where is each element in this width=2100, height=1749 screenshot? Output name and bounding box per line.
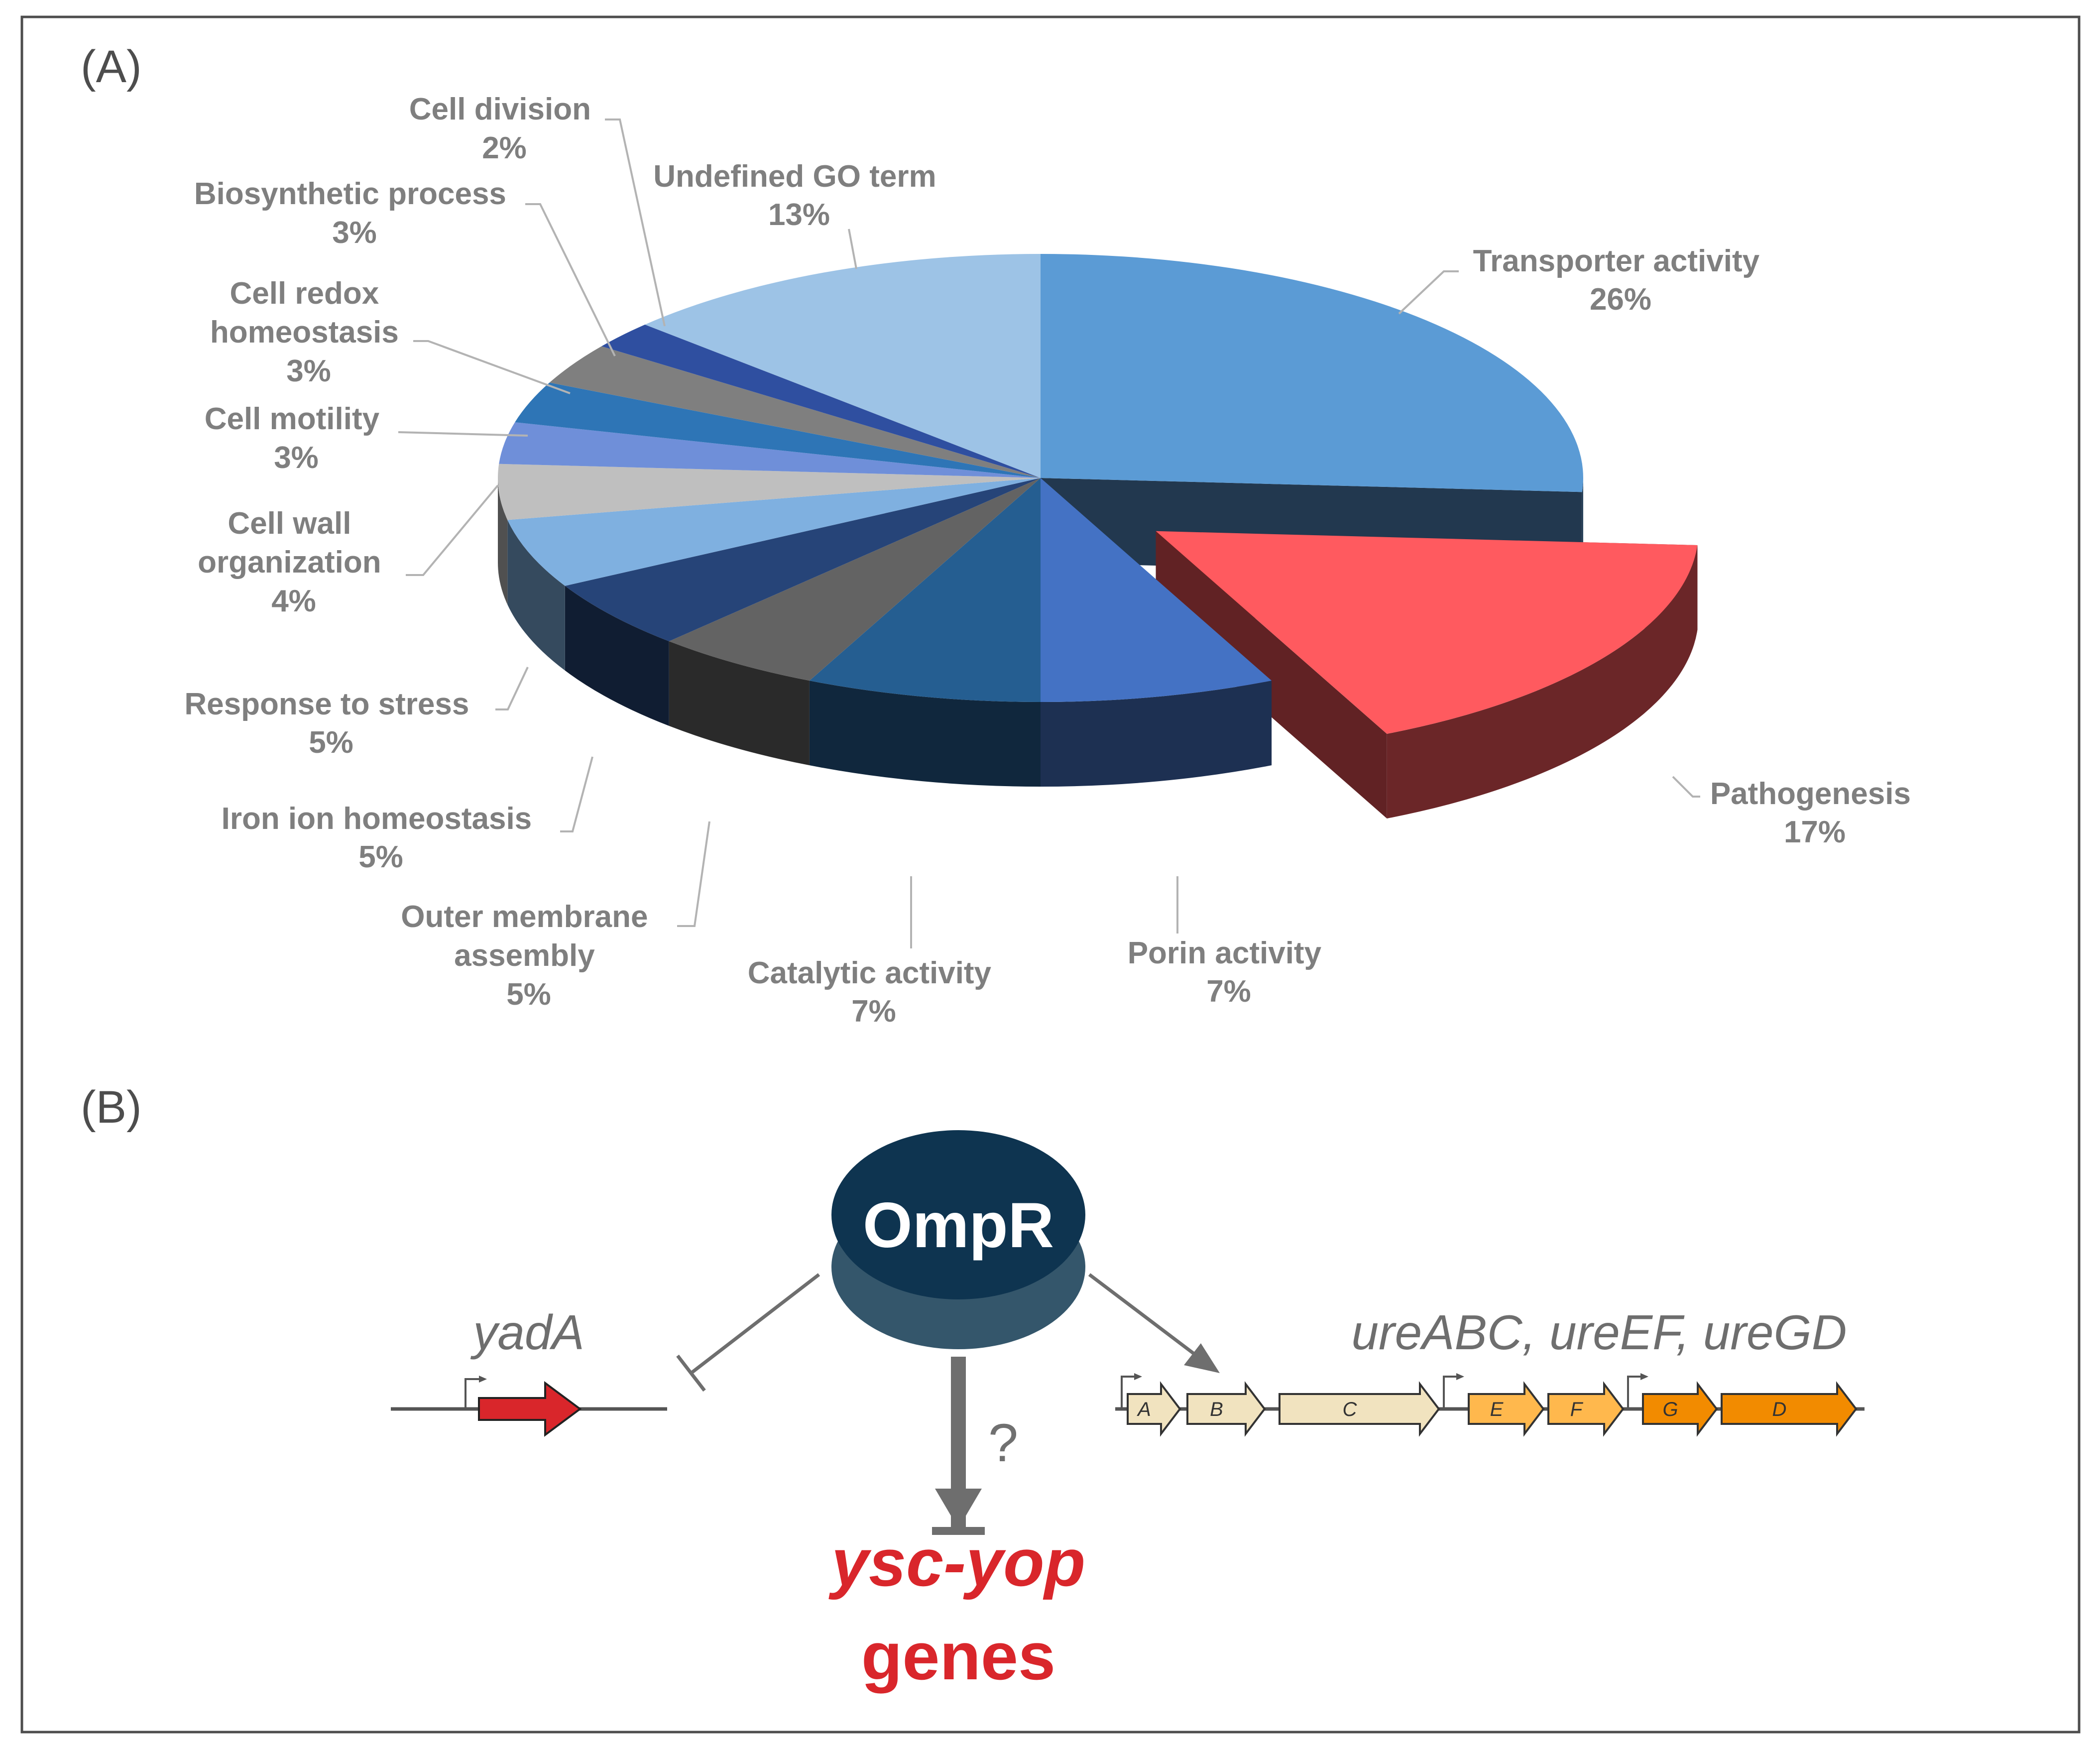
ure-gene-arrow-E	[1468, 1381, 1545, 1437]
ompr-regulator: OmpR	[831, 1130, 1085, 1349]
ompr-ellipse-top	[831, 1130, 1085, 1299]
uncertain-question-mark: ?	[988, 1412, 1018, 1473]
repression-arrow-yadA	[676, 1273, 820, 1392]
pie-side-4	[669, 641, 810, 766]
leader-lines	[398, 118, 1700, 948]
leader-stress	[495, 667, 529, 710]
label-division: Cell division 2%	[409, 92, 599, 165]
ure-gene-arrow-D	[1721, 1381, 1858, 1437]
pie-tops	[498, 253, 1698, 734]
repression-arrow-ysc-yop	[932, 1357, 985, 1535]
ure-gene-letter-C: C	[1343, 1399, 1358, 1420]
slice-labels: Transporter activity 26% Pathogenesis 17…	[184, 92, 1919, 1029]
label-biosynthetic: Biosynthetic process 3%	[194, 177, 515, 250]
label-stress: Response to stress 5%	[184, 687, 477, 760]
ure-gene-letter-B: B	[1210, 1399, 1223, 1420]
ure-gene-arrow-C	[1279, 1381, 1440, 1437]
leader-transporter	[1398, 270, 1459, 315]
ure-promoter-3-icon	[1627, 1376, 1640, 1409]
pie-slice-biosynthetic-process	[549, 346, 1041, 478]
pie-slice-cell-redox-homeostasis	[515, 382, 1041, 478]
genes-label: genes	[861, 1619, 1055, 1694]
ure-gene-letter-F: F	[1570, 1399, 1584, 1420]
pie-slice-catalytic-activity	[809, 478, 1041, 702]
yadA-label: yadA	[470, 1305, 584, 1360]
pie-slice-porin-activity	[1041, 478, 1272, 702]
leader-iron	[560, 756, 593, 832]
ure-gene-arrow-B	[1186, 1381, 1266, 1437]
ure-gene-arrow-F	[1547, 1381, 1625, 1437]
leader-pathogenesis	[1672, 776, 1700, 798]
label-catalytic: Catalytic activity 7%	[748, 956, 1000, 1029]
ure-promoter-2-icon	[1443, 1376, 1456, 1409]
ure-gene-arrow-G	[1642, 1381, 1718, 1437]
label-pathogenesis: Pathogenesis 17%	[1710, 777, 1919, 849]
ure-gene-letter-E: E	[1490, 1399, 1504, 1420]
pie-slice-undefined-go-term	[645, 253, 1041, 478]
pie-side-1	[1387, 545, 1698, 818]
ure-gene-letter-A: A	[1137, 1399, 1151, 1420]
pie-slice-iron-ion-homeostasis	[565, 478, 1041, 642]
label-porin: Porin activity 7%	[1128, 936, 1330, 1009]
activation-arrow-ure	[1088, 1273, 1220, 1373]
pie-slice-outer-membrane-assembly	[669, 478, 1041, 681]
pie-sides	[498, 478, 1698, 818]
label-undefined: Undefined GO term 13%	[653, 159, 945, 232]
ure-gene-letter-D: D	[1772, 1399, 1787, 1420]
label-redox: Cell redox homeostasis 3%	[210, 276, 407, 388]
pie-side-6	[507, 520, 565, 671]
ompr-label: OmpR	[863, 1190, 1054, 1261]
panel-b-label: (B)	[81, 1082, 142, 1133]
label-motility: Cell motility 3%	[205, 402, 388, 475]
label-cell-wall: Cell wall organization 4%	[198, 506, 390, 618]
label-iron: Iron ion homeostasis 5%	[222, 802, 541, 874]
leader-cell-wall	[406, 484, 499, 576]
ure-genes-label: ureABC, ureEF, ureGD	[1352, 1305, 1847, 1360]
ure-gene-arrow-A	[1127, 1381, 1181, 1437]
leader-undefined	[848, 229, 857, 269]
panel-a-label: (A)	[81, 41, 142, 92]
pie-side-2	[1041, 681, 1272, 787]
yadA-locus	[391, 1376, 667, 1437]
label-outer-membrane: Outer membrane assembly 5%	[401, 900, 656, 1012]
leader-redox	[413, 340, 571, 394]
ure-promoter-1-icon	[1121, 1376, 1134, 1409]
leader-motility	[398, 431, 528, 437]
leader-outer-membrane	[677, 821, 710, 927]
pie-side-5	[565, 585, 669, 726]
leader-biosynthetic	[525, 203, 616, 356]
pie-side-3	[809, 681, 1041, 787]
ure-gene-letter-G: G	[1662, 1399, 1678, 1420]
pie-slice-cell-division	[601, 324, 1041, 478]
pie-slice-cell-motility	[499, 422, 1041, 478]
label-transporter: Transporter activity 26%	[1473, 244, 1768, 317]
pie-chart	[498, 253, 1698, 818]
yadA-promoter-icon	[465, 1378, 479, 1409]
leader-division	[605, 118, 666, 327]
yadA-gene-arrow	[478, 1381, 582, 1437]
pie-slice-transporter-activity	[1041, 254, 1583, 492]
pie-slice-response-to-stress	[507, 478, 1041, 586]
pie-slice-pathogenesis	[1156, 531, 1698, 734]
ysc-yop-label: ysc-yop	[828, 1525, 1085, 1600]
pie-side-7	[498, 478, 508, 605]
pie-slice-cell-wall-organization	[498, 464, 1041, 520]
